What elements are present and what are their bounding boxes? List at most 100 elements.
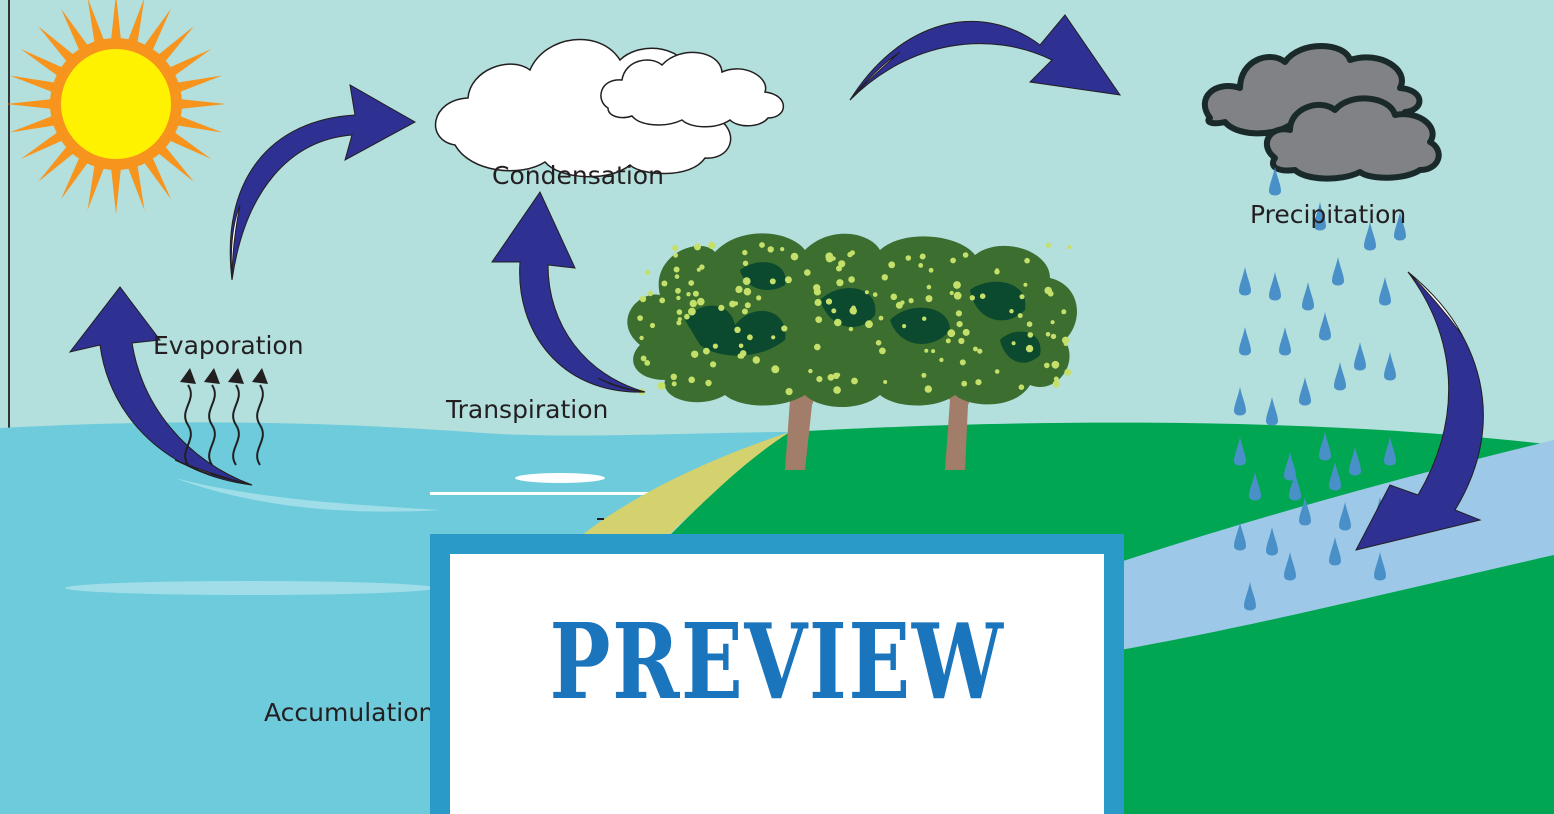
leaf-dot: [785, 388, 793, 396]
sun-icon: [6, 0, 226, 214]
leaf-dot: [1063, 341, 1069, 347]
leaf-dot: [733, 301, 739, 306]
raindrop-icon: [1234, 522, 1246, 551]
leaf-dot: [977, 348, 983, 354]
leaf-dot: [1062, 336, 1070, 344]
raindrop-icon: [1329, 462, 1341, 491]
leaf-dot: [959, 359, 966, 366]
leaf-dot: [900, 300, 905, 305]
raindrop-icon: [1269, 272, 1281, 301]
leaf-dot: [851, 377, 858, 385]
vapor-arrowheads: [180, 368, 268, 384]
leaf-dot: [814, 343, 821, 351]
leaf-dot: [1051, 360, 1060, 369]
leaf-dot: [836, 279, 844, 287]
sun-ray: [87, 0, 106, 48]
leaf-dot: [771, 365, 780, 374]
leaf-dot: [883, 380, 888, 384]
leaf-dot: [741, 308, 748, 315]
leaf-dot: [694, 243, 701, 251]
sun-ray: [175, 98, 226, 110]
leaf-dot: [771, 335, 776, 340]
leaf-dot: [955, 310, 963, 317]
leaf-dot: [1018, 384, 1025, 391]
leaf-dot: [738, 343, 744, 349]
leaf-dot: [994, 269, 1000, 275]
leaf-dot: [699, 264, 705, 270]
leaf-dot: [739, 350, 747, 357]
leaf-dot: [661, 280, 668, 287]
leaf-dot: [962, 252, 969, 258]
leaf-dot: [639, 335, 644, 341]
sun-ray: [165, 49, 212, 79]
leaf-dot: [640, 355, 647, 362]
leaf-dot: [1044, 362, 1050, 369]
sun-ray: [172, 114, 223, 133]
leaf-dot: [1011, 341, 1016, 346]
raindrop-icon: [1379, 277, 1391, 306]
leaf-dot: [1017, 313, 1023, 319]
leaf-dot: [742, 249, 748, 256]
sun-ray: [61, 8, 91, 55]
curved-arrow-icon: [68, 14, 1484, 551]
leaf-dot: [781, 325, 788, 332]
leaf-dot: [747, 334, 753, 341]
leaf-dot: [744, 302, 751, 309]
sun-ray: [154, 26, 194, 66]
leaf-dot: [676, 295, 681, 301]
leaf-dot: [670, 373, 677, 380]
leaf-dot: [742, 260, 749, 266]
leaf-dot: [639, 295, 647, 303]
sun-ray: [110, 0, 122, 45]
raindrop-icon: [1384, 437, 1396, 466]
leaf-dot: [908, 298, 914, 304]
leaf-dot: [956, 321, 963, 328]
leaf-dot: [872, 292, 878, 297]
leaf-dot: [902, 324, 907, 329]
leaf-dot: [888, 261, 896, 269]
leaf-dot: [1053, 376, 1059, 382]
leaf-dot: [767, 246, 774, 253]
leaf-dot: [931, 349, 936, 354]
leaf-dot: [710, 361, 717, 368]
leaf-dot: [673, 266, 680, 273]
leaf-dot: [924, 348, 929, 353]
sand-path: [582, 432, 790, 545]
sun-ray: [61, 153, 91, 200]
sun-ray: [126, 0, 145, 48]
water-highlight: [430, 492, 740, 495]
sun-ray: [9, 75, 60, 94]
leaf-dot: [834, 318, 842, 327]
leaf-dot: [814, 298, 822, 307]
leaf-dot: [919, 253, 926, 260]
leaf-dot: [1044, 286, 1052, 295]
raindrop-icon: [1299, 377, 1311, 406]
condensation-label: Condensation: [492, 161, 664, 190]
leaf-dot: [718, 304, 725, 311]
leaf-dot: [676, 309, 683, 315]
leaf-dot: [926, 284, 932, 290]
raindrop-icon: [1284, 552, 1296, 581]
leaf-dot: [691, 350, 699, 358]
raindrop-icon: [1284, 452, 1296, 481]
tree-icon: [627, 233, 1077, 470]
raindrop-icon: [1234, 387, 1246, 416]
raindrop-icon: [1329, 537, 1341, 566]
leaf-dot: [689, 299, 697, 308]
leaf-dot: [688, 307, 696, 316]
leaf-dot: [742, 277, 751, 285]
leaf-dot: [918, 263, 924, 268]
leaf-dot: [947, 329, 956, 338]
leaf-dot: [649, 322, 656, 329]
leaf-dot: [769, 278, 776, 285]
raindrop-icon: [1249, 472, 1261, 501]
leaf-dot: [1045, 332, 1051, 337]
leaf-dot: [833, 386, 841, 394]
leaf-dot: [921, 372, 927, 378]
leaf-dot: [705, 379, 712, 387]
leaf-dot: [659, 297, 666, 304]
leaf-dot: [994, 369, 1000, 374]
leaf-dot: [848, 326, 854, 332]
